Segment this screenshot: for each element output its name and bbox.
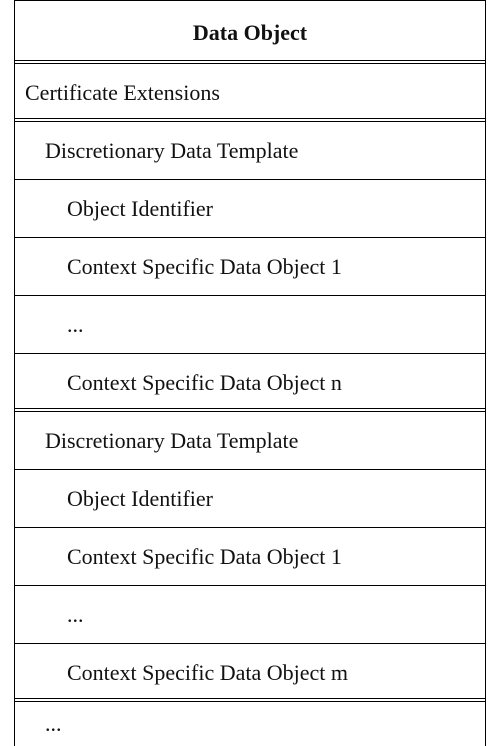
- data-object-table: Data Object Certificate Extensions Discr…: [14, 0, 486, 746]
- table-row-object-identifier-2: Object Identifier: [15, 470, 485, 528]
- table-row-context-object-m: Context Specific Data Object m: [15, 644, 485, 702]
- table-row-object-identifier-1: Object Identifier: [15, 180, 485, 238]
- table-row-discretionary-template-1: Discretionary Data Template: [15, 122, 485, 180]
- table-row-context-object-1a: Context Specific Data Object 1: [15, 238, 485, 296]
- table-row-ellipsis-3: ...: [45, 711, 62, 736]
- table-row-ellipsis-1: ...: [15, 296, 485, 354]
- table-row-discretionary-template-2: Discretionary Data Template: [15, 412, 485, 470]
- table-row-context-object-n: Context Specific Data Object n: [15, 354, 485, 412]
- table-row-certificate-extensions: Certificate Extensions: [15, 64, 485, 122]
- table-header: Data Object: [15, 0, 485, 64]
- table-row-context-object-1b: Context Specific Data Object 1: [15, 528, 485, 586]
- table-row-ellipsis-2: ...: [15, 586, 485, 644]
